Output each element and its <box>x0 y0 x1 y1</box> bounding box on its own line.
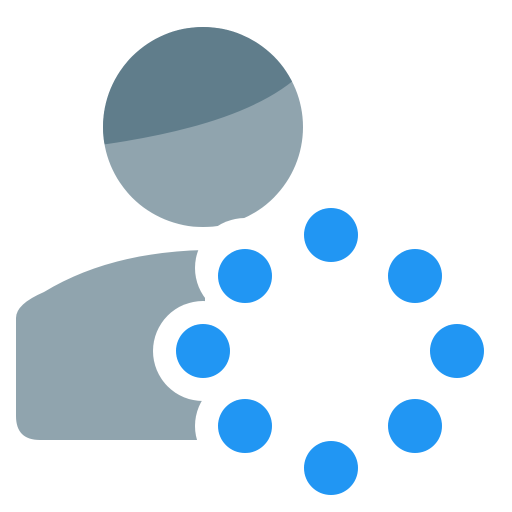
loading-dots <box>176 208 484 495</box>
loading-dot <box>430 324 484 378</box>
loading-dot <box>304 208 358 262</box>
loading-dot <box>388 399 442 453</box>
loading-dot <box>176 324 230 378</box>
user-head <box>103 27 303 227</box>
user-body-shape <box>16 250 205 440</box>
loading-dot <box>218 399 272 453</box>
loading-dot <box>304 441 358 495</box>
loading-dot <box>218 249 272 303</box>
loading-dot <box>388 249 442 303</box>
